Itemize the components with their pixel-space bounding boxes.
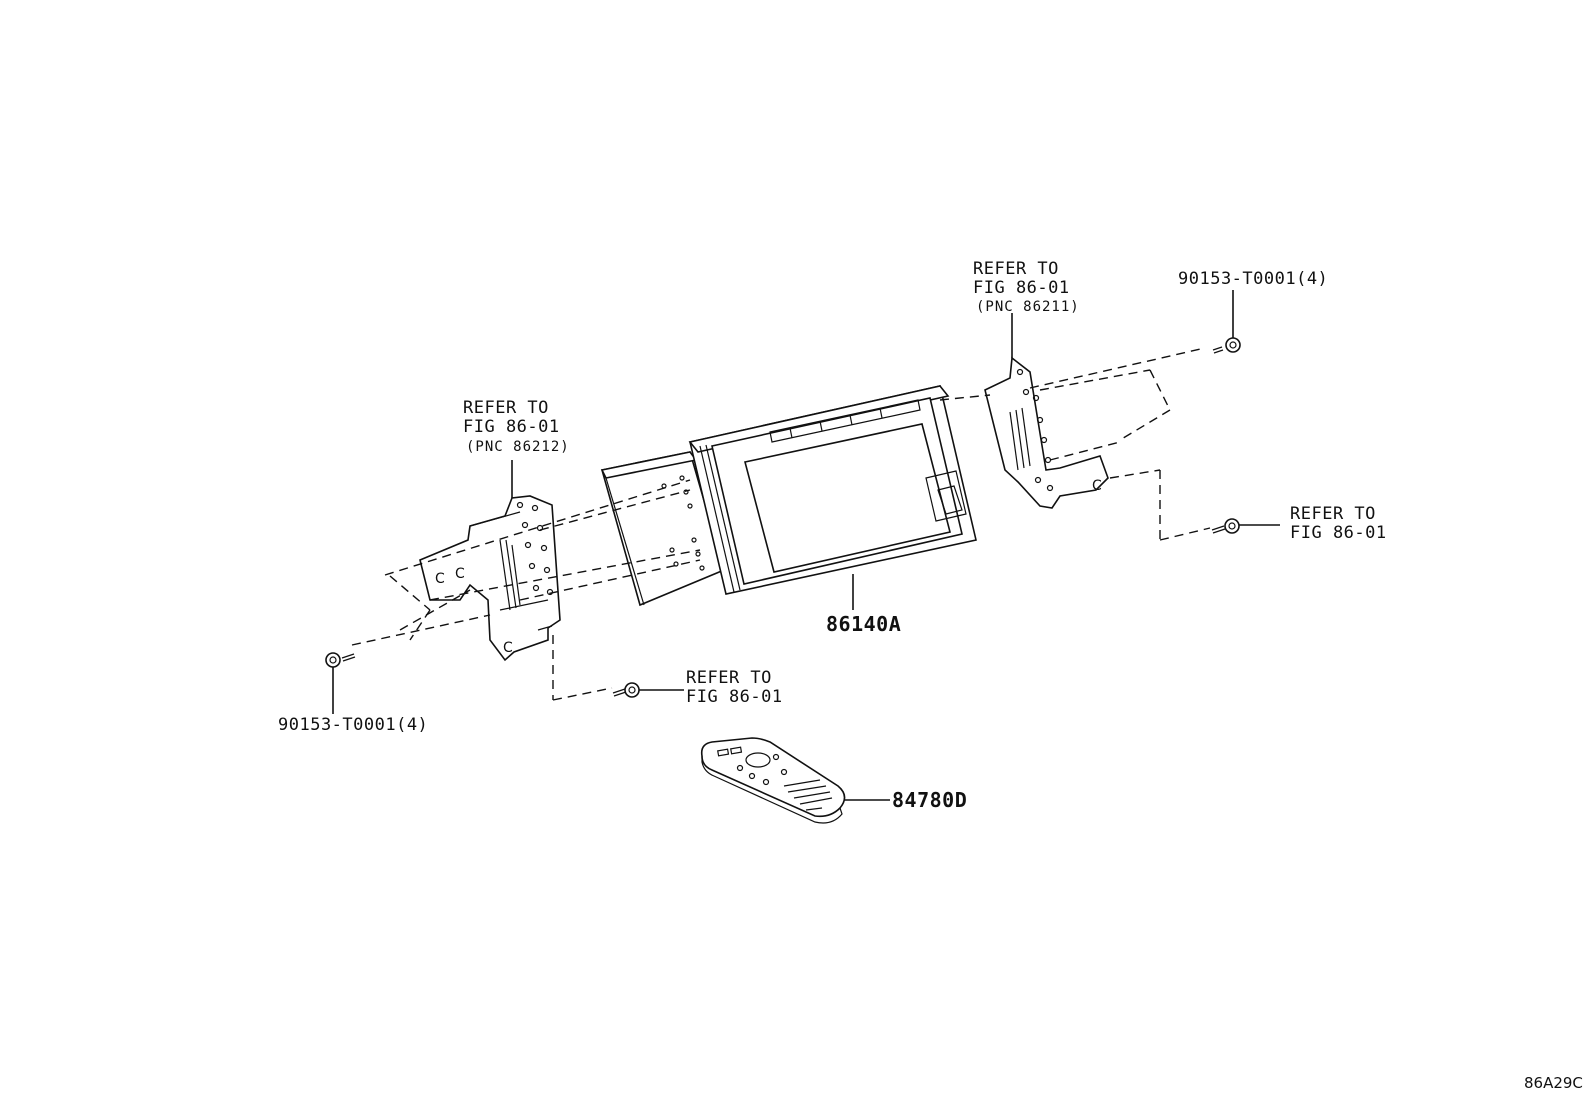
bracket-right-refer: REFER TO bbox=[973, 259, 1059, 279]
bolt-lower-drawing bbox=[612, 682, 684, 698]
bracket-left-pnc: (PNC 86212) bbox=[466, 439, 570, 455]
diagram-code: 86A29C bbox=[1524, 1074, 1583, 1092]
screw-lower-left-label[interactable]: 90153-T0001(4) bbox=[278, 715, 429, 735]
svg-text:C: C bbox=[503, 640, 513, 656]
bolt-right-refer: REFER TO bbox=[1290, 504, 1376, 524]
bracket-left-refer: REFER TO bbox=[463, 398, 549, 418]
bolt-right-fig: FIG 86-01 bbox=[1290, 523, 1387, 543]
bolt-lower-refer: REFER TO bbox=[686, 668, 772, 688]
screw-upper-right-label[interactable]: 90153-T0001(4) bbox=[1178, 269, 1329, 289]
bolt-lower-fig: FIG 86-01 bbox=[686, 687, 783, 707]
svg-text:C: C bbox=[1092, 478, 1102, 494]
screw-lower-left-drawing bbox=[325, 652, 356, 714]
display-unit-drawing bbox=[600, 385, 977, 607]
bracket-right-pnc: (PNC 86211) bbox=[976, 299, 1080, 315]
screw-upper-right-drawing bbox=[1212, 290, 1241, 354]
bracket-right-fig: FIG 86-01 bbox=[973, 278, 1070, 298]
left-bracket-drawing: C C C bbox=[419, 495, 561, 662]
bracket-left-fig: FIG 86-01 bbox=[463, 417, 560, 437]
remote-control-drawing bbox=[700, 737, 846, 824]
part-number-display-unit[interactable]: 86140A bbox=[826, 612, 902, 636]
svg-text:C: C bbox=[435, 571, 445, 587]
alignment-lines bbox=[351, 347, 1211, 701]
bolt-right-drawing bbox=[1211, 518, 1280, 534]
part-number-remote-control[interactable]: 84780D bbox=[892, 788, 968, 812]
svg-text:C: C bbox=[455, 566, 465, 582]
right-bracket-drawing: C bbox=[984, 356, 1109, 509]
